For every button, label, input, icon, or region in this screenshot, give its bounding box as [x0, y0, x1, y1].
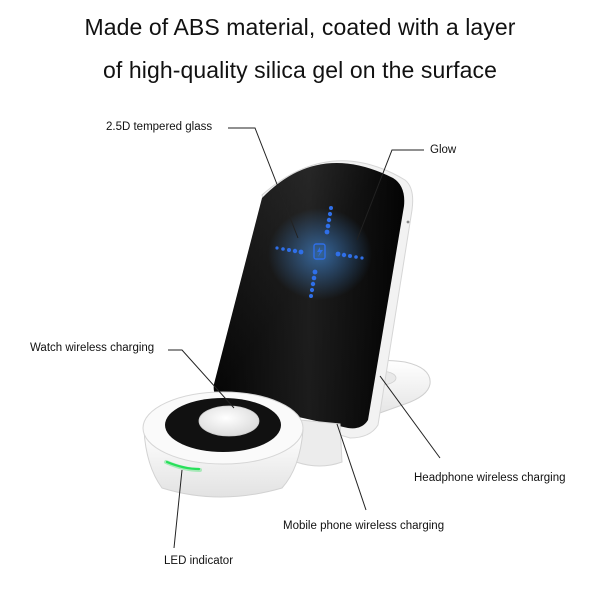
callout-led-indicator: LED indicator [164, 555, 234, 567]
callout-glow: Glow [430, 144, 457, 156]
heading-line-1: Made of ABS material, coated with a laye… [84, 14, 516, 40]
heading-line-2: of high-quality silica gel on the surfac… [102, 57, 498, 83]
leader-line-headphone [379, 375, 441, 459]
callout-tempered-glass: 2.5D tempered glass [106, 121, 213, 133]
leader-line-glow [356, 149, 424, 241]
led-indicator [164, 460, 202, 472]
leader-line-watch [168, 349, 235, 409]
leader-line-led [173, 469, 183, 549]
callout-phone-charging: Mobile phone wireless charging [283, 520, 445, 532]
glow-indicator [268, 206, 372, 300]
watch-charging-dock [142, 391, 343, 498]
callout-headphone-charging: Headphone wireless charging [414, 472, 566, 484]
leader-line-glass [228, 127, 299, 239]
leader-line-phone [336, 423, 367, 511]
callout-watch-charging: Watch wireless charging [30, 342, 155, 354]
